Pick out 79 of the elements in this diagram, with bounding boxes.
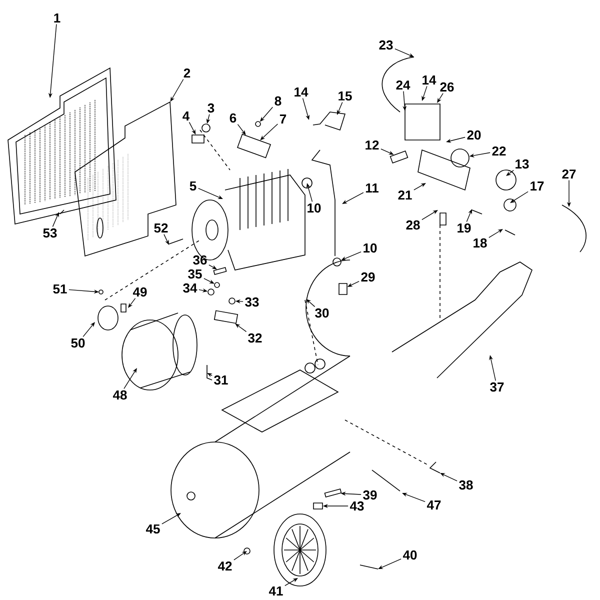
- callout-number: 19: [458, 223, 471, 233]
- callout-number: 30: [315, 308, 329, 318]
- callout-number: 18: [474, 238, 487, 248]
- callout-number: 35: [188, 269, 202, 279]
- leader-line: [414, 183, 426, 190]
- callout-number: 26: [440, 82, 454, 92]
- callout-number: 8: [274, 96, 282, 106]
- callout-number: 17: [530, 182, 544, 190]
- leader-line: [510, 191, 528, 203]
- callout-number: 32: [248, 333, 262, 343]
- terminal-block-drawing: [237, 134, 271, 158]
- callout-number: 34: [183, 283, 198, 293]
- bracket-drawing: [214, 310, 238, 324]
- nut-drawing: [332, 258, 342, 266]
- callout-number: 43: [350, 501, 364, 511]
- leader-line: [234, 551, 247, 560]
- leader-line: [124, 368, 137, 390]
- callout-number: 11: [366, 184, 379, 192]
- callout-number: 21: [398, 190, 412, 200]
- bolt-drawing: [313, 502, 323, 510]
- callout-number: 4: [182, 112, 190, 120]
- callout-number: 14: [422, 76, 436, 84]
- leader-line: [342, 192, 364, 204]
- callout-number: 15: [338, 91, 352, 101]
- callout-number: 28: [406, 220, 420, 230]
- callout-number: 41: [268, 586, 283, 596]
- callout-number: 5: [190, 181, 196, 191]
- callout-number: 49: [132, 287, 147, 297]
- callout-number: 50: [71, 338, 85, 348]
- callout-number: 6: [230, 113, 236, 123]
- callout-number: 37: [490, 382, 504, 392]
- callout-number: 31: [214, 375, 228, 385]
- callout-number: 3: [208, 103, 214, 113]
- washer-drawing: [228, 298, 236, 304]
- callout-number: 33: [245, 297, 259, 307]
- leader-line: [284, 578, 298, 586]
- callout-number: 10: [364, 243, 377, 253]
- leader-line: [128, 298, 136, 308]
- leader-line: [437, 92, 444, 103]
- callout-number: 47: [426, 500, 441, 510]
- callout-number: 51: [53, 284, 67, 294]
- callout-number: 14: [294, 88, 308, 96]
- clamp-drawing: [192, 134, 204, 144]
- leader-line: [162, 513, 181, 524]
- callout-number: 53: [43, 228, 57, 238]
- callout-number: 52: [154, 223, 168, 233]
- leader-line: [260, 124, 278, 140]
- callout-number: 29: [361, 272, 375, 282]
- callout-number: 23: [379, 40, 393, 50]
- callout-number: 36: [193, 255, 207, 265]
- callout-number: 48: [112, 390, 127, 400]
- callout-number: 13: [516, 159, 529, 169]
- leader-line: [506, 170, 514, 176]
- washer-drawing: [214, 282, 220, 288]
- callout-number: 2: [184, 68, 190, 78]
- callout-number: 39: [363, 490, 377, 500]
- fitting-drawing: [338, 283, 348, 295]
- callout-number: 27: [562, 169, 576, 179]
- nut-drawing: [202, 124, 210, 132]
- screw-drawing: [255, 121, 261, 127]
- leader-line: [488, 229, 503, 238]
- callout-number: 38: [459, 480, 473, 490]
- wing-nut-drawing: [213, 267, 227, 275]
- pressure-gauge-drawing: [450, 148, 470, 168]
- leader-line: [306, 299, 316, 308]
- callout-number: 45: [146, 524, 160, 534]
- callout-number: 7: [280, 114, 286, 124]
- callout-number: 12: [366, 140, 379, 150]
- washer-drawing: [208, 288, 214, 296]
- callout-number: 24: [396, 80, 410, 90]
- callout-number: 1: [54, 14, 60, 22]
- callout-number: 20: [467, 130, 481, 140]
- key-drawing: [324, 488, 342, 498]
- leader-line: [422, 210, 438, 220]
- callout-number: 40: [402, 550, 417, 560]
- callout-number: 10: [308, 203, 321, 213]
- callout-number: 42: [218, 561, 232, 571]
- callout-number: 22: [492, 146, 506, 156]
- leader-line: [82, 322, 95, 338]
